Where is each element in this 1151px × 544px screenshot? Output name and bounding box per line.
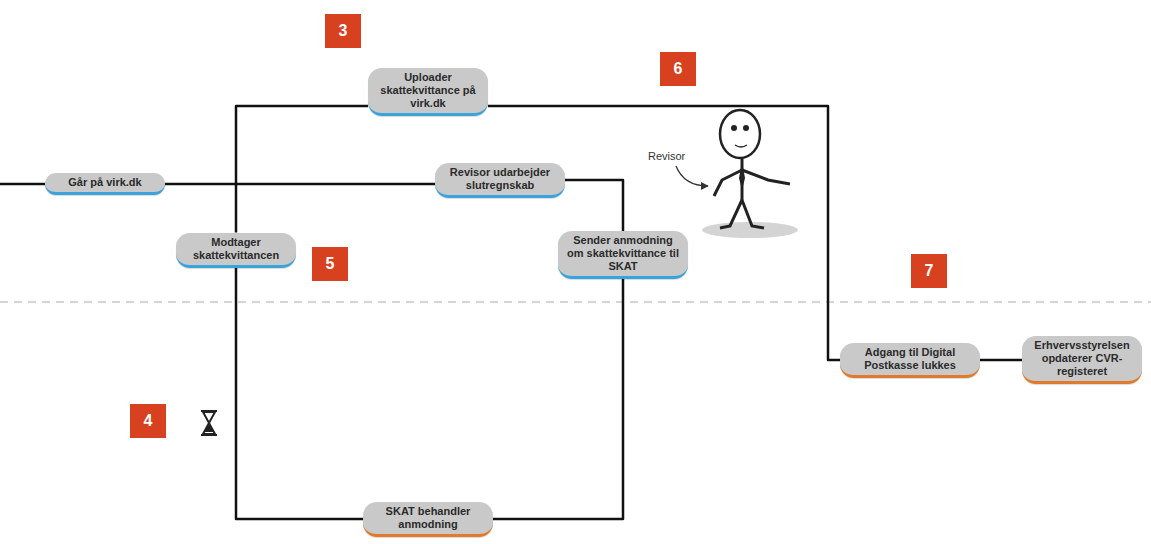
node-text: SKAT behandler anmodning xyxy=(371,505,485,531)
process-pill: Uploader skattekvittance på virk.dk xyxy=(368,68,488,116)
node-text: Revisor udarbejder slutregnskab xyxy=(443,166,557,192)
authority-pill: SKAT behandler anmodning xyxy=(363,502,493,537)
flow-line xyxy=(236,268,363,520)
authority-pill: Adgang til Digital Postkasse lukkes xyxy=(840,343,980,378)
hourglass-symbol xyxy=(201,411,217,435)
node-text: Går på virk.dk xyxy=(53,176,157,189)
node-text: Uploader skattekvittance på virk.dk xyxy=(376,71,480,110)
flow-line xyxy=(236,106,368,233)
flow-line xyxy=(488,106,840,360)
node-text: Sender anmodning om skattekvittance til … xyxy=(566,234,680,273)
callout-number: 7 xyxy=(911,254,947,288)
flow-line xyxy=(165,183,435,186)
swimlane-divider xyxy=(0,301,1151,303)
process-pill: Går på virk.dk xyxy=(45,173,165,195)
callout-number: 5 xyxy=(312,247,348,281)
callout-number: 4 xyxy=(130,404,166,438)
auditor-figure xyxy=(702,110,798,238)
process-pill: Sender anmodning om skattekvittance til … xyxy=(558,231,688,279)
process-pill: Modtager skattekvittancen xyxy=(176,233,296,268)
entry-line xyxy=(0,183,45,186)
flow-line xyxy=(493,279,623,519)
role-label: Revisor xyxy=(646,150,687,162)
callout-number: 6 xyxy=(660,52,696,86)
process-pill: Revisor udarbejder slutregnskab xyxy=(435,163,565,198)
flow-line xyxy=(565,180,623,231)
callout-number: 3 xyxy=(325,14,361,48)
leader-line xyxy=(676,166,708,186)
node-text: Erhvervsstyrelsen opdaterer CVR-register… xyxy=(1030,339,1134,378)
authority-pill: Erhvervsstyrelsen opdaterer CVR-register… xyxy=(1022,336,1142,384)
node-text: Adgang til Digital Postkasse lukkes xyxy=(848,346,972,372)
flow-line xyxy=(980,359,1022,362)
node-text: Modtager skattekvittancen xyxy=(184,236,288,262)
